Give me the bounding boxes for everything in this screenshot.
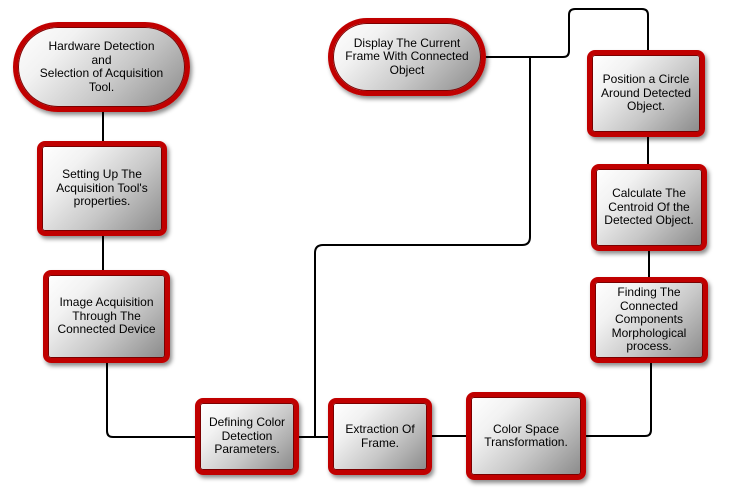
node-image-acquisition: Image Acquisition Through The Connected … <box>43 270 170 363</box>
connector-circle-to-display-loop <box>530 8 649 58</box>
node-centroid-label: Calculate The Centroid Of the Detected O… <box>604 186 694 228</box>
node-hardware-detection: Hardware Detection and Selection of Acqu… <box>13 22 190 112</box>
node-image-acquisition-label: Image Acquisition Through The Connected … <box>57 295 156 337</box>
node-setup-properties-label: Setting Up The Acquisition Tool's proper… <box>56 167 148 209</box>
node-connected-components-label: Finding The Connected Components Morphol… <box>611 285 687 354</box>
node-centroid: Calculate The Centroid Of the Detected O… <box>591 164 707 251</box>
node-hardware-detection-label: Hardware Detection and Selection of Acqu… <box>39 39 164 94</box>
node-display-frame: Display The Current Frame With Connected… <box>328 18 486 96</box>
node-connected-components: Finding The Connected Components Morphol… <box>590 277 708 363</box>
node-position-circle: Position a Circle Around Detected Object… <box>587 50 705 137</box>
node-color-space: Color Space Transformation. <box>466 392 586 480</box>
node-setup-properties: Setting Up The Acquisition Tool's proper… <box>37 141 167 236</box>
connector-acquisition-to-color-params <box>106 362 197 438</box>
node-extract-frame: Extraction Of Frame. <box>328 398 432 475</box>
node-display-frame-label: Display The Current Frame With Connected… <box>345 35 469 77</box>
connector-color-params-to-display <box>314 56 531 437</box>
node-extract-frame-label: Extraction Of Frame. <box>345 422 415 450</box>
node-color-params-label: Defining Color Detection Parameters. <box>208 415 286 457</box>
connector-color-space-to-components <box>585 362 652 437</box>
node-color-space-label: Color Space Transformation. <box>484 421 568 449</box>
node-position-circle-label: Position a Circle Around Detected Object… <box>600 72 692 114</box>
node-color-params: Defining Color Detection Parameters. <box>195 398 299 475</box>
